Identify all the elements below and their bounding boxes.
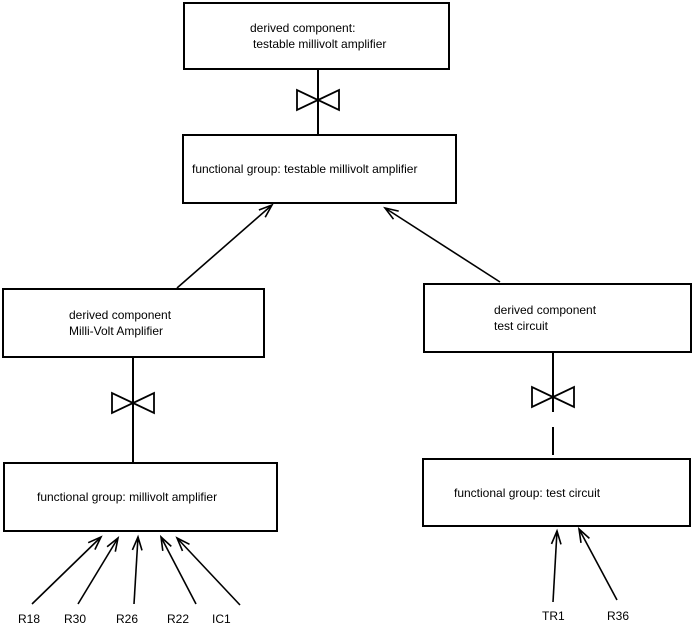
component-label-r22: R22 [167, 612, 190, 626]
arrow-tr1-to-fg-tc [550, 528, 562, 603]
bowtie-icon [531, 385, 575, 409]
node-text-line: functional group: millivolt amplifier [37, 490, 218, 504]
node-text-line: derived component [494, 303, 597, 317]
component-label-r36: R36 [607, 609, 630, 623]
component-label-ic1: IC1 [212, 612, 231, 626]
node-text-line: Milli-Volt Amplifier [69, 324, 164, 338]
bowtie-icon [111, 391, 155, 415]
node-text-line: functional group: testable millivolt amp… [192, 162, 418, 176]
arrow-r30-to-fg-mva [77, 535, 120, 605]
arrow-r22-to-fg-mva [159, 534, 197, 605]
node-derived-testable-mv-amplifier: derived component: testable millivolt am… [183, 2, 450, 70]
component-label-r26: R26 [116, 612, 139, 626]
node-text-line: functional group: test circuit [454, 485, 601, 500]
connector-derived-tc-to-fg-tc [531, 353, 575, 455]
arrow-derived-mva-to-fg-testable [176, 203, 274, 289]
arrow-r18-to-fg-mva [31, 535, 103, 605]
node-text-line: derived component: [250, 21, 356, 35]
arrow-r26-to-fg-mva [131, 534, 143, 605]
node-derived-milli-volt-amplifier: derived component Milli-Volt Amplifier [2, 288, 265, 358]
node-fg-test-circuit: functional group: test circuit [422, 458, 691, 527]
bowtie-icon [296, 88, 340, 112]
node-fg-millivolt-amplifier: functional group: millivolt amplifier [3, 462, 278, 532]
component-label-r30: R30 [64, 612, 87, 626]
node-text-line: derived component [69, 308, 172, 322]
arrow-r36-to-fg-tc [577, 526, 618, 601]
component-label-tr1: TR1 [542, 609, 565, 623]
connector-derived-mva-to-fg-mva [111, 358, 155, 462]
node-fg-testable-mv-amplifier: functional group: testable millivolt amp… [182, 134, 457, 204]
connector-derived-testable-to-fg-testable [296, 70, 340, 134]
component-label-r18: R18 [18, 612, 41, 626]
node-text-line: test circuit [494, 319, 549, 333]
arrow-ic1-to-fg-mva [175, 536, 241, 606]
arrow-derived-tc-to-fg-testable [383, 206, 501, 283]
node-derived-test-circuit: derived component test circuit [423, 283, 692, 353]
node-text-line: testable millivolt amplifier [253, 37, 387, 51]
